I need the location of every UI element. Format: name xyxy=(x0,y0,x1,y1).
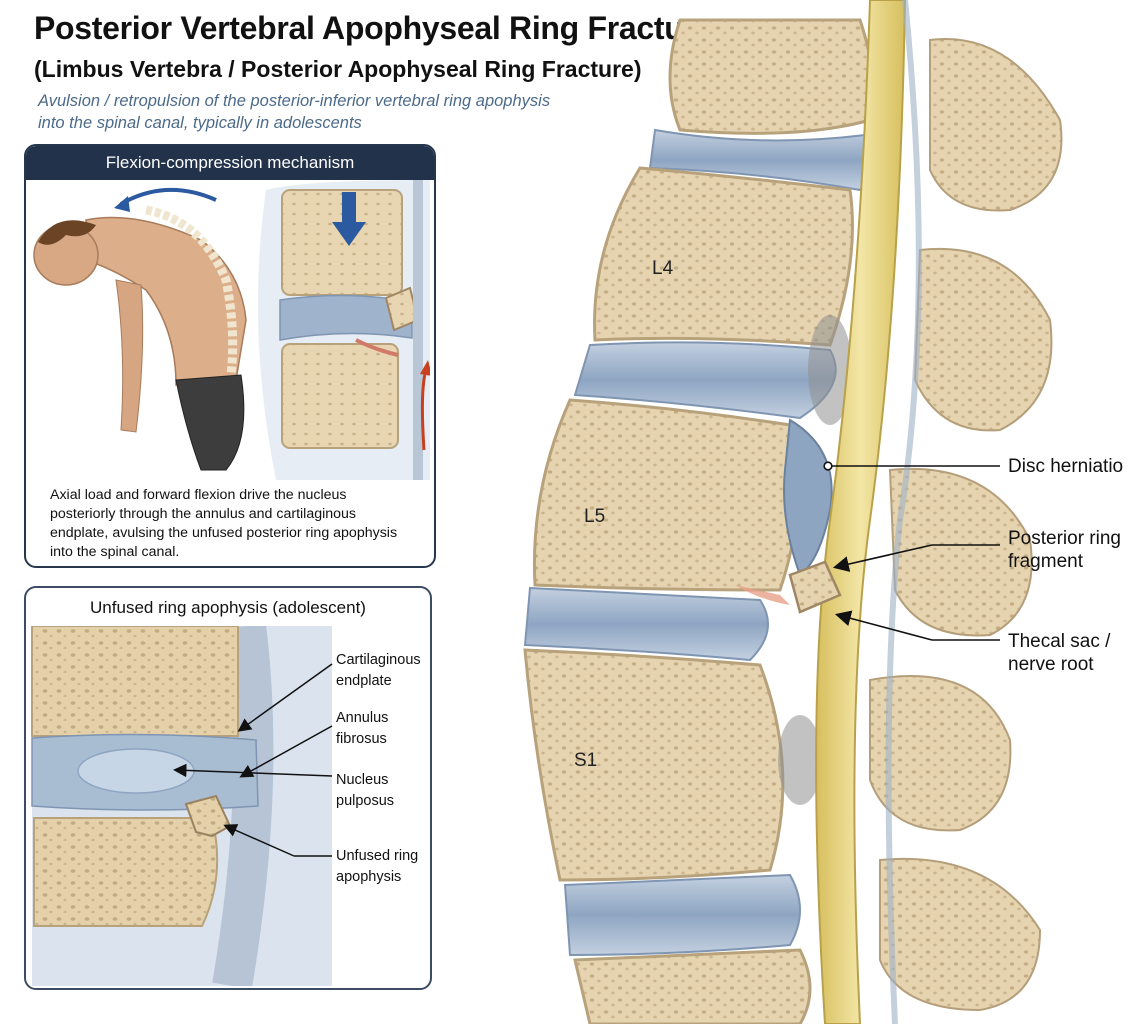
mechanism-inset xyxy=(258,180,430,480)
label-cartilaginous-endplate: Cartilaginous endplate xyxy=(336,652,421,689)
label-nucleus-pulposus: Nucleus pulposus xyxy=(336,772,395,809)
upper-vertebral-body xyxy=(31,626,239,737)
mechanism-illustration xyxy=(33,180,430,480)
thecal-sac xyxy=(815,0,907,1024)
label-posterior-ring-fragment: Posterior ring fragment xyxy=(1008,528,1121,572)
mechanism-caption: Axial load and forward flexion drive the… xyxy=(50,487,398,560)
vertebra-l5 xyxy=(532,398,800,592)
unfused-ring-apophysis xyxy=(184,794,232,838)
level-label-s1: S1 xyxy=(574,750,598,771)
label-annulus-fibrosus: Annulus fibrosus xyxy=(336,710,389,747)
page-subtitle: (Limbus Vertebra / Posterior Apophyseal … xyxy=(34,56,642,82)
mechanism-panel-title: Flexion-compression mechanism xyxy=(26,146,434,180)
label-thecal-sac: Thecal sac / nerve root xyxy=(1008,631,1111,675)
apophysis-panel: Unfused ring apophysis (adolescent) Cart… xyxy=(24,586,432,990)
main-spine-illustration xyxy=(523,0,1063,1024)
vertebra-s1 xyxy=(523,648,785,882)
apophysis-illustration xyxy=(31,626,333,986)
label-unfused-ring-apophysis: Unfused ring apophysis xyxy=(336,848,419,885)
flexed-adolescent-figure xyxy=(33,205,247,471)
label-disc-herniation: Disc herniatio xyxy=(1008,456,1124,477)
disc-lower xyxy=(563,873,801,957)
vertebra-l4 xyxy=(593,166,854,347)
disc-herniation-bulge xyxy=(783,418,833,577)
lower-vertebral-body xyxy=(33,817,219,927)
posterior-ring-fragment xyxy=(735,560,842,614)
nucleus-pulposus xyxy=(77,748,195,794)
mechanism-panel: Flexion-compression mechanism xyxy=(24,144,436,568)
level-label-l4: L4 xyxy=(652,258,674,279)
apophysis-panel-title: Unfused ring apophysis (adolescent) xyxy=(90,598,366,617)
vertebra-lower xyxy=(573,948,812,1024)
level-label-l5: L5 xyxy=(584,506,606,527)
flexion-arrow xyxy=(120,187,217,206)
disc-l5-s1 xyxy=(523,586,769,662)
page-title: Posterior Vertebral Apophyseal Ring Frac… xyxy=(34,10,714,46)
posterior-elements xyxy=(869,38,1063,1012)
vertebra-top xyxy=(668,18,875,135)
page-description: Avulsion / retropulsion of the posterior… xyxy=(38,92,551,132)
